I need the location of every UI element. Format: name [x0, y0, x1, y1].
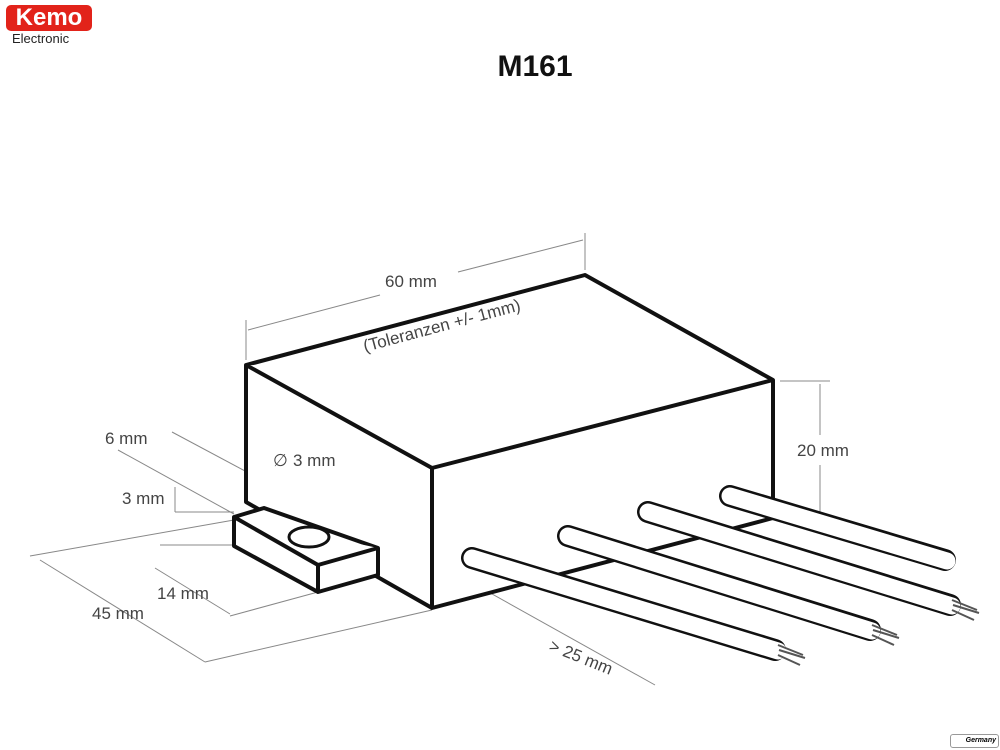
hole-diameter-symbol: ∅: [273, 451, 288, 470]
module-housing: [244, 273, 775, 610]
mounting-hole: [287, 525, 331, 549]
length-label: 60 mm: [385, 272, 437, 291]
dimension-lines: [29, 233, 830, 686]
wire-4: [719, 485, 956, 571]
hole-label: 3 mm: [293, 451, 336, 470]
wire-1: [461, 547, 806, 666]
tab-height-label: 3 mm: [122, 489, 165, 508]
wires: [461, 485, 980, 666]
depth-label: 45 mm: [92, 604, 144, 623]
kemo-logo: Kemo: [6, 5, 92, 31]
mounting-tab: [232, 506, 380, 594]
wire-2: [557, 525, 900, 646]
tab-width-label: 6 mm: [105, 429, 148, 448]
wire-3: [637, 501, 980, 621]
tab-depth-label: 14 mm: [157, 584, 209, 603]
height-label: 20 mm: [797, 441, 849, 460]
germany-badge: Germany: [950, 734, 999, 748]
wire-length-label: > 25 mm: [547, 636, 616, 679]
logo-subtitle: Electronic: [12, 31, 70, 46]
page-title: M161: [497, 50, 573, 83]
